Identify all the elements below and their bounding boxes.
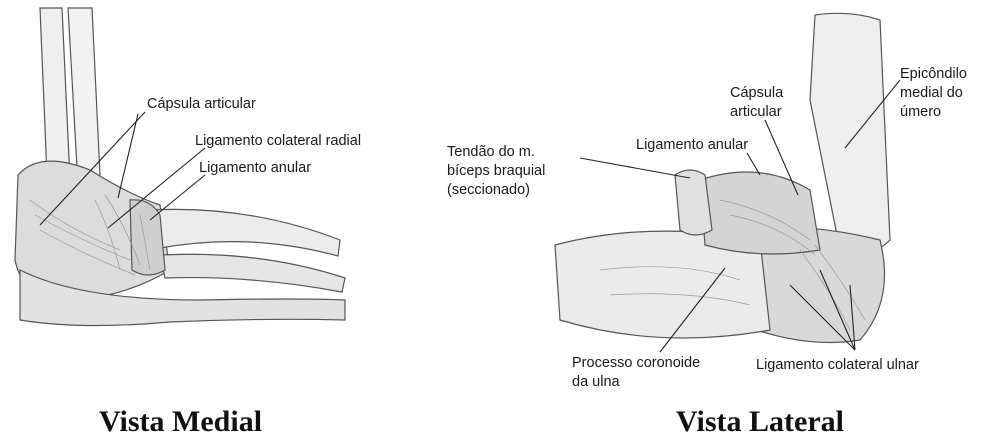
label-epicondilo-3: úmero — [900, 104, 941, 121]
label-ligamento-colateral-radial: Ligamento colateral radial — [195, 133, 361, 150]
label-tendao-3: (seccionado) — [447, 182, 530, 199]
label-epicondilo-1: Epicôndilo — [900, 66, 967, 83]
label-capsula-articular-lateral-2: articular — [730, 104, 782, 121]
label-ligamento-anular-lateral: Ligamento anular — [636, 137, 748, 154]
label-epicondilo-2: medial do — [900, 85, 963, 102]
label-tendao-1: Tendão do m. — [447, 144, 535, 161]
caption-vista-medial: Vista Medial — [99, 405, 262, 439]
label-capsula-articular-medial: Cápsula articular — [147, 96, 256, 113]
label-processo-coronoide-2: da ulna — [572, 374, 620, 391]
label-processo-coronoide-1: Processo coronoide — [572, 355, 700, 372]
label-tendao-2: bíceps braquial — [447, 163, 545, 180]
label-ligamento-anular-medial: Ligamento anular — [199, 160, 311, 177]
label-ligamento-colateral-ulnar: Ligamento colateral ulnar — [756, 357, 919, 374]
caption-vista-lateral: Vista Lateral — [676, 405, 844, 439]
label-capsula-articular-lateral-1: Cápsula — [730, 85, 783, 102]
